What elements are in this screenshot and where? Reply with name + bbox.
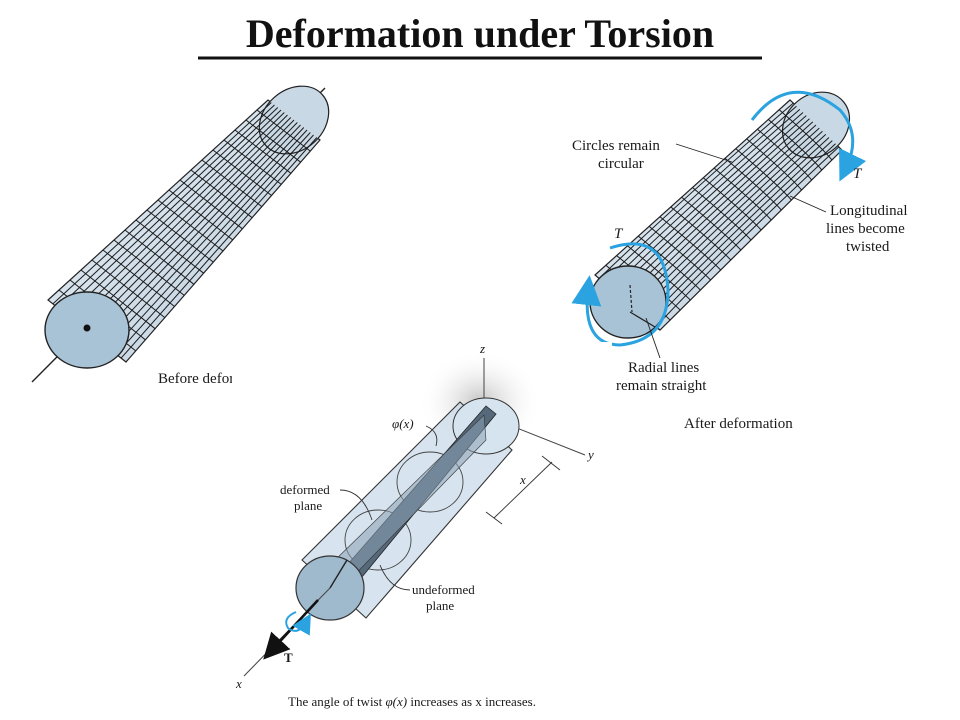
ring-line: [713, 167, 772, 221]
deformed-label: deformed: [280, 482, 330, 497]
torque-label-left: T: [614, 226, 624, 242]
ring-line: [157, 199, 224, 252]
ring-line: [201, 159, 263, 207]
ring-line: [80, 269, 156, 330]
twist-caption-pre: The angle of twist: [288, 694, 383, 709]
label-circles-2: circular: [598, 156, 644, 172]
ring-line: [648, 226, 711, 281]
torque-label: T: [284, 650, 293, 665]
ring-line: [256, 109, 311, 152]
dimension-tick-2: [485, 511, 503, 525]
dimension-line-x: [493, 461, 553, 519]
torque-arrow-top-icon: [750, 90, 867, 182]
ring-line: [757, 128, 813, 181]
undeformed-label: undeformed: [412, 582, 475, 597]
twist-caption-post: increases as x increases.: [410, 694, 536, 709]
ring-line: [124, 229, 195, 285]
ring-line: [735, 148, 792, 201]
ring-line: [692, 187, 752, 241]
radial-line: [629, 284, 633, 313]
ring-line: [113, 239, 185, 296]
ring-line: [190, 169, 253, 219]
ring-line: [102, 249, 175, 307]
ring-line: [767, 119, 823, 171]
after-deformation-panel: T T Circles remain circular Longitudinal…: [565, 88, 920, 433]
twisted-grid: [598, 102, 840, 327]
undeformed-label-2: plane: [426, 598, 454, 613]
ring-line: [146, 209, 214, 263]
after-caption: After deformation: [684, 416, 793, 432]
ring-line: [724, 157, 782, 211]
ring-line: [670, 206, 732, 261]
leader-circles: [675, 143, 733, 163]
label-longitudinal-2: lines become: [826, 221, 905, 237]
twist-panel: z y T x x φ(x) deformed plane undeformed: [232, 341, 612, 720]
ring-line: [681, 196, 742, 251]
phi-label: φ(x): [392, 416, 414, 431]
torque-label-top: T: [853, 166, 863, 182]
leader-radial: [645, 317, 661, 359]
ring-line: [179, 179, 243, 230]
ring-line: [659, 216, 722, 271]
before-deformation-panel: Before deformation: [31, 85, 412, 388]
ring-line: [702, 177, 762, 231]
cylinder-grid: [52, 102, 318, 359]
deformed-label-2: plane: [294, 498, 322, 513]
center-point: [83, 324, 91, 332]
ring-line: [168, 189, 234, 241]
mid-section-circle-2: [344, 509, 412, 571]
axis-y-label: y: [586, 447, 594, 462]
axis-z-label: z: [479, 341, 485, 356]
torque-arrow-left-icon: [571, 242, 670, 347]
label-radial: Radial lines: [628, 360, 699, 376]
page-title: Deformation under Torsion: [246, 11, 714, 56]
ring-line: [223, 139, 282, 185]
label-longitudinal: Longitudinal: [830, 203, 908, 219]
ring-line: [245, 119, 301, 163]
mid-section-circle-1: [396, 451, 464, 513]
twist-caption-phi: φ(x): [385, 694, 407, 709]
radial-line-deformed: [629, 311, 661, 331]
dimension-x-label: x: [519, 472, 526, 487]
label-circles: Circles remain: [572, 138, 660, 154]
label-radial-2: remain straight: [616, 378, 707, 394]
phi-leader: [425, 425, 438, 447]
deformed-leader: [339, 489, 373, 521]
torque-rotation-icon: [285, 611, 311, 636]
ring-line: [135, 219, 204, 274]
end-face-radial: [329, 559, 348, 589]
twisted-line: [602, 105, 797, 283]
ring-line: [637, 235, 701, 291]
twisted-line: [598, 102, 794, 279]
label-longitudinal-3: twisted: [846, 239, 890, 255]
ring-line: [91, 259, 166, 318]
twist-caption: The angle of twist φ(x) increases as x i…: [288, 694, 536, 709]
ring-line: [212, 149, 272, 196]
axis-x-label: x: [235, 676, 242, 691]
twisted-line: [606, 109, 801, 286]
ring-line: [746, 138, 802, 191]
ring-line: [778, 109, 833, 161]
leader-longitudinal: [789, 195, 827, 213]
ring-line: [234, 129, 292, 174]
undeformed-leader: [379, 564, 411, 591]
dimension-tick-1: [541, 455, 561, 471]
